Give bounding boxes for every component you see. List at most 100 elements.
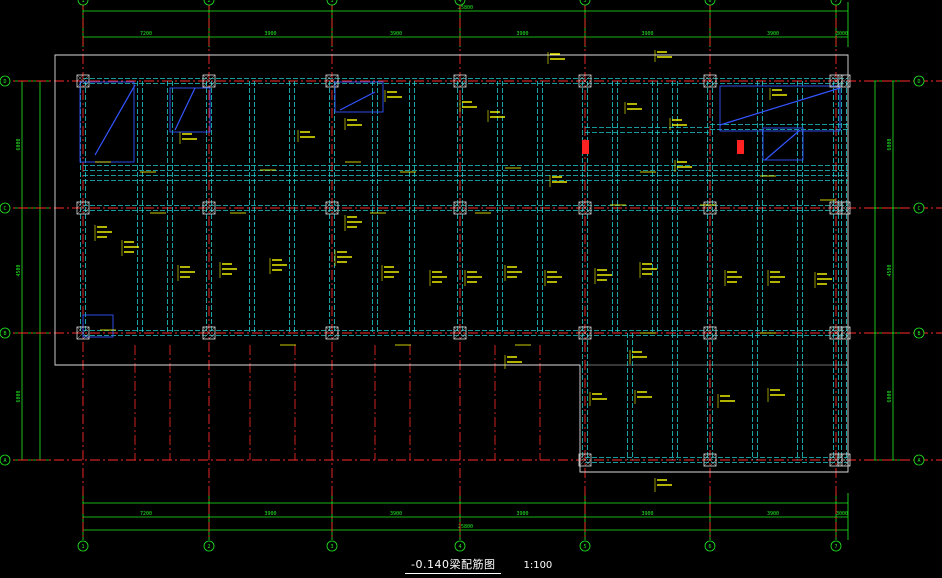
axis-bubble-right-3-label: A <box>917 458 920 464</box>
column-a-2-hatch <box>325 74 339 88</box>
dim-right-span-2: 6000 <box>887 390 893 402</box>
axis-bubble-left-1-label: C <box>3 206 6 212</box>
dim-bottom-span-3: 3900 <box>516 511 528 517</box>
axis-bubble-top-4 <box>579 0 591 6</box>
dim-top-span-4: 3900 <box>641 31 653 37</box>
slab-opening-1 <box>334 81 384 113</box>
dim-bottom-span-6: 3000 <box>836 511 848 517</box>
column-c-3-hatch <box>453 326 467 340</box>
building-outline <box>54 54 849 473</box>
column-b-1-hatch <box>202 201 216 215</box>
slab-brace-0 <box>94 84 136 156</box>
axis-bubble-bottom-6-label: 7 <box>834 544 837 550</box>
axis-bubble-left-2-label: B <box>3 331 6 337</box>
column-a-4-hatch <box>578 74 592 88</box>
beam-lines <box>80 78 848 463</box>
column-a-0-hatch <box>76 74 90 88</box>
axis-bubble-top-6 <box>830 0 842 6</box>
dim-bottom-span-5: 3900 <box>767 511 779 517</box>
columns <box>76 74 851 467</box>
dim-top-span-5: 3900 <box>767 31 779 37</box>
column-edge-c-hatch <box>837 326 851 340</box>
dim-top-span-1: 3900 <box>264 31 276 37</box>
dim-left-span-1: 4500 <box>16 264 22 276</box>
axis-bubble-bottom-2 <box>326 540 338 552</box>
drawing-scale: 1:100 <box>523 560 553 571</box>
column-c-1-hatch <box>202 326 216 340</box>
slab-opening-2 <box>719 85 841 132</box>
outline-main <box>54 54 849 473</box>
axis-bubble-left-3 <box>0 454 11 466</box>
axis-grid <box>0 0 942 540</box>
column-a-1-hatch <box>202 74 216 88</box>
column-d-1-hatch <box>703 453 717 467</box>
axis-bubble-top-0 <box>77 0 89 6</box>
column-b-2-hatch <box>325 201 339 215</box>
dim-top-span-3: 3900 <box>516 31 528 37</box>
column-b-4-hatch <box>578 201 592 215</box>
dim-bottom-overall: 25800 <box>458 524 473 530</box>
dim-bottom-span-4: 3900 <box>641 511 653 517</box>
axis-bubble-bottom-6 <box>830 540 842 552</box>
column-edge-a-hatch <box>837 74 851 88</box>
column-d-0-hatch <box>578 453 592 467</box>
slab-braces <box>79 81 841 338</box>
stair-marker-0 <box>582 140 589 154</box>
stair-marker-1 <box>737 140 744 154</box>
axis-bubble-bottom-0-label: 1 <box>81 544 84 550</box>
axis-bubble-top-2 <box>326 0 338 6</box>
axis-bubble-right-0-label: D <box>917 79 920 85</box>
dim-right-span-0: 6000 <box>887 138 893 150</box>
slab-opening-0 <box>79 81 135 163</box>
drawing-title: -0.140梁配筋图 <box>405 556 502 574</box>
axis-bubble-top-3 <box>454 0 466 6</box>
axis-bubble-right-2 <box>913 327 925 339</box>
column-c-2-hatch <box>325 326 339 340</box>
column-a-5-hatch <box>703 74 717 88</box>
axis-bubble-bottom-2-label: 3 <box>330 544 333 550</box>
dim-bottom-span-1: 3900 <box>264 511 276 517</box>
axis-bubble-top-3-label: 4 <box>458 0 461 4</box>
axis-bubble-right-1-label: C <box>917 206 920 212</box>
slab-brace-4 <box>764 129 801 161</box>
column-edge-b-hatch <box>837 201 851 215</box>
slab-brace-3 <box>719 87 841 126</box>
axis-bubble-right-3 <box>913 454 925 466</box>
axis-bubble-left-0 <box>0 75 11 87</box>
column-b-5-hatch <box>703 201 717 215</box>
column-b-3-hatch <box>453 201 467 215</box>
dim-bottom-span-0: 7200 <box>140 511 152 517</box>
column-c-4-hatch <box>578 326 592 340</box>
axis-bubble-bottom-5 <box>704 540 716 552</box>
column-a-6-hatch <box>829 74 843 88</box>
column-c-6-hatch <box>829 326 843 340</box>
axis-bubble-left-2 <box>0 327 11 339</box>
dim-bottom-span-2: 3900 <box>390 511 402 517</box>
axis-bubble-left-0-label: D <box>3 79 6 85</box>
rebar-annotations <box>94 50 836 492</box>
slab-brace-1 <box>174 87 196 131</box>
dim-left-span-0: 6000 <box>16 138 22 150</box>
column-edge-d-hatch <box>837 453 851 467</box>
axis-bubble-bottom-4 <box>579 540 591 552</box>
axis-bubble-top-5 <box>704 0 716 6</box>
axis-bubble-top-1 <box>203 0 215 6</box>
slab-opening-5 <box>169 87 211 133</box>
axis-bubble-bottom-3 <box>454 540 466 552</box>
dim-top-span-2: 3900 <box>390 31 402 37</box>
dim-left-span-2: 6000 <box>16 390 22 402</box>
dimension-lines-bottom: 25800 7200 3900 3900 3900 3900 3900 3000 <box>82 493 849 540</box>
axis-bubble-bottom-1-label: 2 <box>207 544 210 550</box>
dim-right-span-1: 4500 <box>887 264 893 276</box>
axis-bubble-left-1 <box>0 202 11 214</box>
slab-brace-2 <box>339 91 376 111</box>
slab-opening-3 <box>762 127 804 161</box>
axis-bubble-top-1-label: 2 <box>207 0 210 4</box>
slab-opening-4 <box>82 314 114 338</box>
dim-top-span-0: 7200 <box>140 31 152 37</box>
axis-bubble-right-1 <box>913 202 925 214</box>
column-a-3-hatch <box>453 74 467 88</box>
column-c-0-hatch <box>76 326 90 340</box>
